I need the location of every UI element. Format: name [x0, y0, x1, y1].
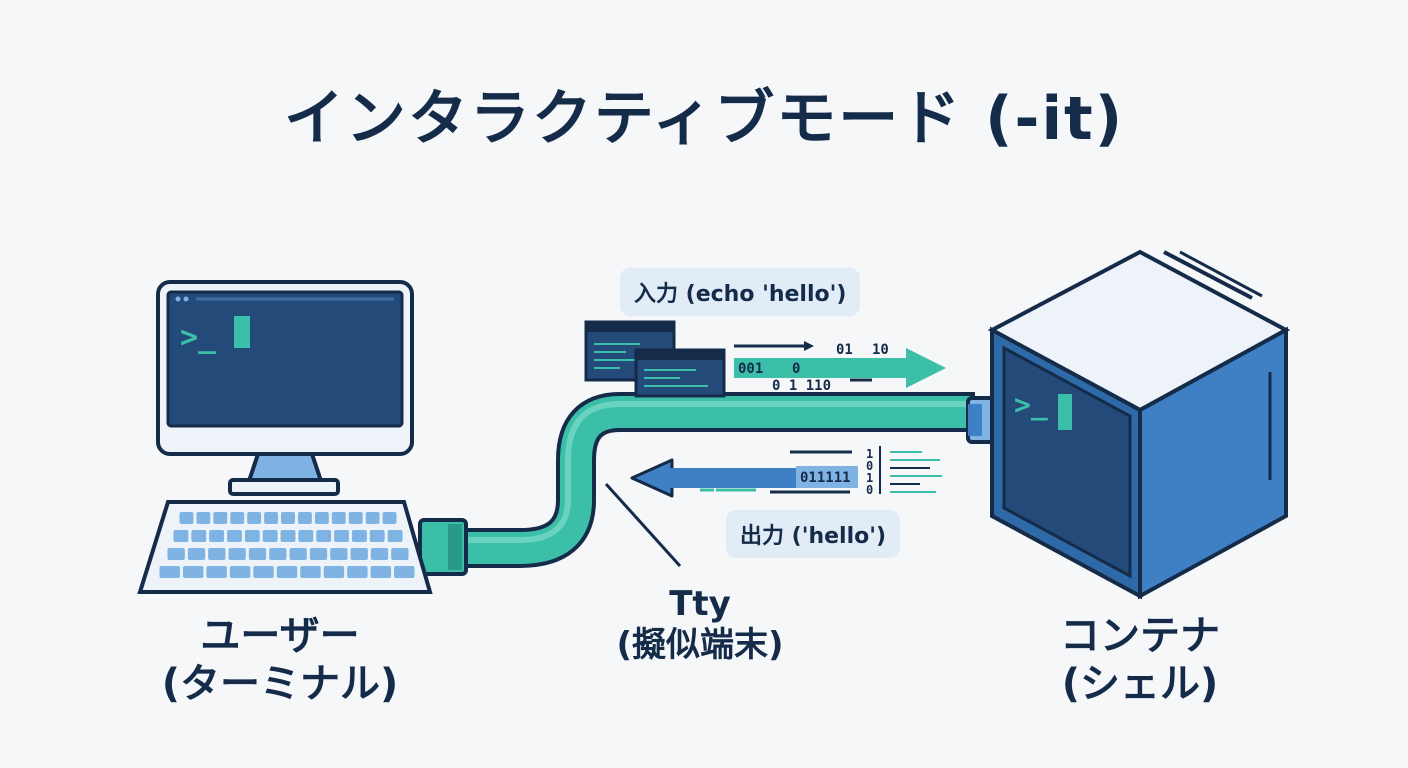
keyboard-key	[159, 566, 180, 578]
keyboard-key	[394, 566, 415, 578]
output-bits-3: 0	[866, 459, 873, 473]
tty-label-sub: (擬似端末)	[616, 624, 784, 665]
input-bits-1: 01	[836, 342, 853, 358]
container-label-title: コンテナ	[1060, 613, 1220, 659]
keyboard-key	[347, 566, 368, 578]
keyboard-key	[269, 548, 287, 560]
monitor-screen	[166, 290, 404, 428]
keyboard-key	[370, 566, 392, 578]
keyboard-key	[280, 530, 296, 542]
keyboard-key	[248, 548, 267, 560]
output-flow: 011111 1 0 1 0	[630, 446, 942, 498]
keyboard-key	[227, 530, 242, 542]
output-bits-5: 0	[866, 483, 873, 497]
user-label: ユーザー (ターミナル)	[140, 612, 420, 708]
keyboard-key	[276, 566, 298, 578]
keyboard-key	[365, 512, 380, 524]
keyboard-key	[387, 530, 403, 542]
keyboard-key	[370, 548, 389, 560]
diagram-title: インタラクティブモード (-it)	[283, 84, 1125, 154]
output-pill: 出力 ('hello')	[726, 510, 901, 558]
tty-cable	[418, 392, 1018, 576]
keyboard-key	[179, 512, 194, 524]
tty-label: Tty (擬似端末)	[600, 584, 800, 666]
keyboard-key	[209, 530, 225, 542]
container-screen	[1002, 345, 1132, 579]
container-cube	[987, 249, 1291, 600]
keyboard-key	[391, 548, 409, 560]
keyboard-key	[369, 530, 385, 542]
keyboard-key	[229, 566, 251, 578]
output-bits-4: 1	[866, 471, 873, 485]
keyboard-key	[351, 530, 367, 542]
keyboard-key	[228, 548, 246, 560]
keyboard-key	[323, 566, 345, 578]
keyboard-key	[281, 512, 295, 524]
keyboard-key	[382, 512, 397, 524]
keyboard-key	[350, 548, 368, 560]
keyboard-key	[348, 512, 363, 524]
keyboard-key	[334, 530, 349, 542]
keyboard-key	[196, 512, 211, 524]
keyboard-key	[289, 548, 307, 560]
keyboard-key	[298, 530, 314, 542]
container-label: コンテナ (シェル)	[1010, 612, 1270, 708]
input-pill: 入力 (echo 'hello')	[620, 268, 861, 316]
keyboard-key	[208, 548, 226, 560]
output-bits-1: 011111	[800, 470, 851, 486]
keyboard-key	[297, 512, 312, 524]
user-computer	[137, 280, 433, 594]
keyboard-key	[262, 530, 278, 542]
keyboard-key	[300, 566, 321, 578]
input-bits-2: 10	[872, 342, 889, 358]
container-prompt: >_	[1014, 388, 1048, 421]
keyboard-key	[167, 548, 185, 560]
input-flow: 01 10 001 0 0 1 110	[584, 320, 946, 398]
user-prompt: >_	[180, 320, 217, 355]
keyboard-key	[230, 512, 245, 524]
output-bits-2: 1	[866, 447, 873, 461]
tty-label-title: Tty	[669, 584, 731, 624]
keyboard-key	[191, 530, 207, 542]
user-label-sub: (ターミナル)	[161, 661, 399, 707]
keyboard-key	[247, 512, 262, 524]
keyboard-key	[244, 530, 260, 542]
user-label-title: ユーザー	[200, 613, 360, 659]
input-bits-5: 0 1 110	[772, 378, 831, 394]
input-bits-3: 001	[738, 361, 763, 377]
keyboard-key	[187, 548, 206, 560]
input-bits-4: 0	[792, 361, 800, 377]
keyboard-key	[213, 512, 228, 524]
keyboard-key	[309, 548, 328, 560]
keyboard-key	[253, 566, 274, 578]
keyboard-key	[173, 530, 189, 542]
keyboard-key	[314, 512, 329, 524]
keyboard-key	[264, 512, 279, 524]
container-label-sub: (シェル)	[1061, 661, 1219, 707]
keyboard-key	[182, 566, 204, 578]
keyboard-key	[316, 530, 332, 542]
keyboard-key	[331, 512, 346, 524]
keyboard-key	[206, 566, 227, 578]
keyboard-key	[330, 548, 348, 560]
